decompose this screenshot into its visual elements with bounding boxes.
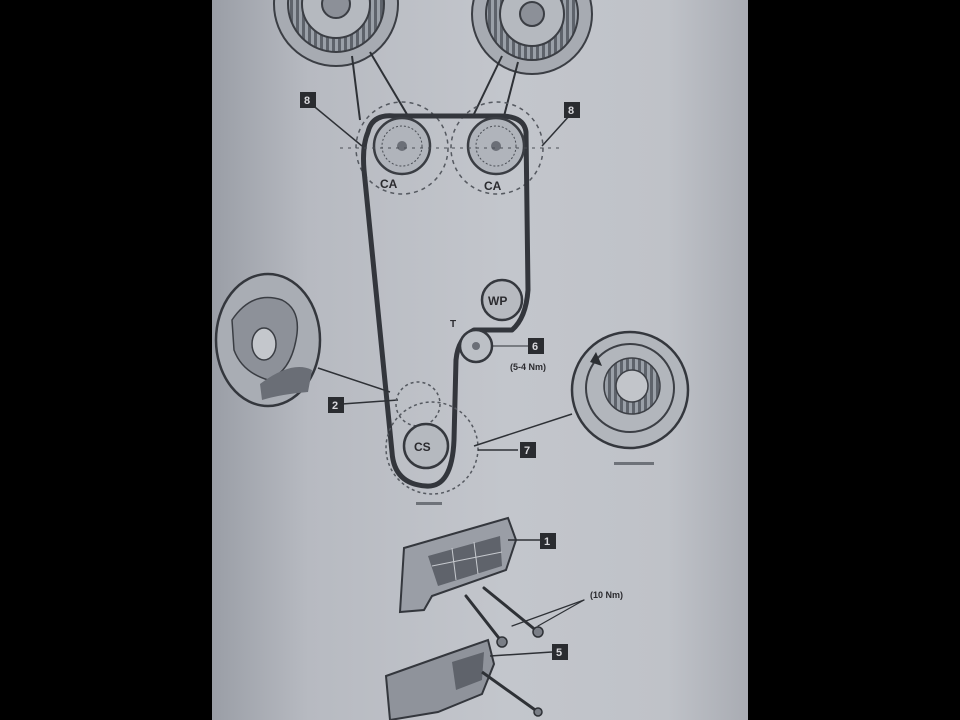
camshaft-pulley-right — [466, 116, 526, 176]
dashed-highlight-crankshaft — [385, 401, 479, 495]
callout-2: 2 — [328, 397, 399, 413]
ca-left-label: CA — [380, 177, 398, 191]
crank-underline-mark — [416, 502, 442, 505]
svg-text:1: 1 — [544, 536, 550, 548]
leader-lines-top — [351, 51, 519, 125]
crankshaft-pulley: CS — [402, 422, 450, 470]
callout-1: 1 — [540, 533, 556, 549]
water-pump-pulley: WP — [480, 278, 524, 322]
tensioner-pulley: T — [450, 319, 530, 364]
camshaft-pulley-left — [372, 116, 432, 176]
svg-text:2: 2 — [332, 400, 338, 412]
callout-6: 6 — [528, 338, 544, 354]
callout-8-left: 8 — [300, 92, 363, 147]
svg-text:WP: WP — [488, 294, 507, 308]
svg-text:7: 7 — [524, 445, 530, 457]
svg-text:5: 5 — [556, 647, 562, 659]
timing-cover-upper — [398, 516, 540, 614]
detail-view-camshaft-left — [273, 0, 399, 67]
dashed-highlight-crank-mark — [395, 381, 441, 427]
ca-right-label: CA — [484, 179, 502, 193]
timing-belt-diagram: CA CA 8 8 WP T 6 (5-4 Nm) 2 — [214, 0, 690, 720]
callout-8-right: 8 — [541, 102, 580, 147]
tensioner-torque: (5-4 Nm) — [510, 362, 546, 372]
svg-text:6: 6 — [532, 341, 538, 353]
cover-bolts — [464, 586, 585, 648]
detail-view-belt-mark — [214, 272, 391, 408]
manual-page: CA CA 8 8 WP T 6 (5-4 Nm) 2 — [212, 0, 748, 720]
callout-5: 5 — [552, 644, 568, 660]
callout-7: 7 — [478, 442, 536, 458]
svg-text:8: 8 — [304, 95, 310, 107]
detail-view-crank-sprocket — [473, 330, 690, 450]
timing-cover-lower — [384, 638, 553, 720]
cover-bolt-torque: (10 Nm) — [590, 590, 623, 600]
detail-view-camshaft-right — [471, 0, 593, 75]
svg-text:8: 8 — [568, 105, 574, 117]
crank-detail-underline — [614, 462, 654, 465]
svg-text:T: T — [450, 319, 456, 330]
svg-text:CS: CS — [414, 440, 431, 454]
